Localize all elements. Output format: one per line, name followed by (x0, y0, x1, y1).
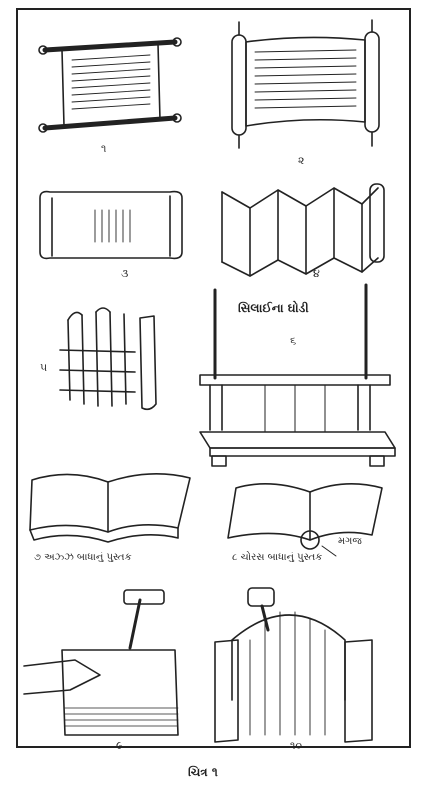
item-number: ૬ (290, 334, 297, 347)
item-number: ૨ (298, 154, 305, 167)
scroll-icon (38, 37, 182, 133)
item-number: ૩ (121, 267, 129, 280)
figure-caption: ચિત્ર ૧ (188, 765, 218, 779)
open-book-icon (227, 483, 383, 557)
item-number: ૧૦ (290, 739, 303, 752)
sewing-frame-icon (199, 283, 396, 467)
scroll-icon (39, 190, 183, 260)
folded-book-icon (221, 183, 385, 277)
item-number: ૧ (101, 142, 107, 155)
figure-frame (16, 8, 411, 748)
item-number: ૫ (40, 361, 48, 374)
item-label: ૭ અઝ્ઝ બાધાનું પુસ્તક (34, 552, 132, 563)
open-book-icon (29, 473, 191, 543)
item-label: ૮ ચોરસ બાધાનું પુસ્તક (232, 552, 323, 563)
callout-label: મગજ (338, 536, 362, 547)
hammer-icon (214, 587, 373, 743)
hammer-icon (23, 589, 179, 736)
item-number: ૯ (116, 739, 123, 752)
scroll-icon (231, 19, 380, 149)
folded-book-icon (59, 307, 157, 411)
item-number: ૪ (313, 267, 320, 280)
item-label: સિલાઈના ઘોડી (238, 301, 309, 315)
